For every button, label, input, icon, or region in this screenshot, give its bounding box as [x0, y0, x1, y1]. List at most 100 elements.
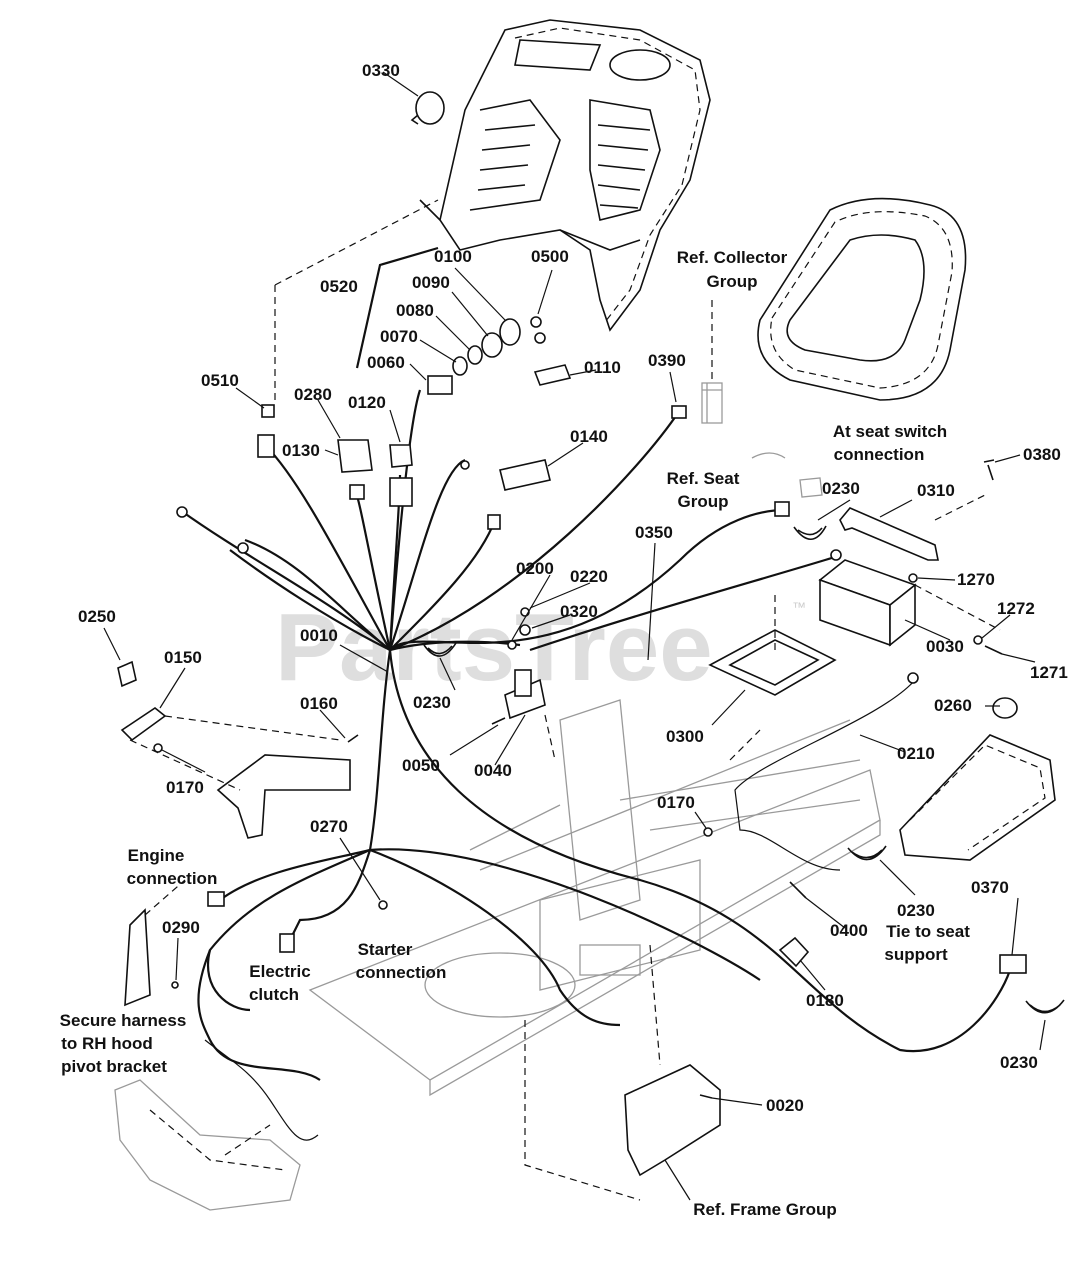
- connector-a: [257, 434, 275, 458]
- clamp-0230-d: [1025, 999, 1065, 1014]
- label-0320: 0320: [560, 602, 598, 621]
- wire-harness: [179, 389, 1012, 1141]
- ignition-stack: [427, 318, 521, 395]
- label-0330: 0330: [362, 61, 400, 80]
- part-0050: [491, 717, 506, 725]
- label-0080: 0080: [396, 301, 434, 320]
- label-0040: 0040: [474, 761, 512, 780]
- hood-pivot-bracket: [124, 908, 151, 1007]
- label-0060: 0060: [367, 353, 405, 372]
- label-0030: 0030: [926, 637, 964, 656]
- part-0180: [778, 936, 810, 968]
- part-0110: [533, 364, 572, 386]
- part-0300-inner: [728, 639, 820, 686]
- part-1272: [973, 635, 983, 645]
- label-0230-b: 0230: [413, 693, 451, 712]
- part-1271: [984, 645, 1003, 655]
- part-0200: [507, 640, 517, 650]
- label-0250: 0250: [78, 607, 116, 626]
- part-0170-a: [153, 743, 163, 753]
- part-0280: [337, 439, 373, 473]
- part-0370: [999, 954, 1027, 974]
- label-0310: 0310: [917, 481, 955, 500]
- label-0010: 0010: [300, 626, 338, 645]
- ring-terminal-b: [176, 506, 188, 518]
- label-0390: 0390: [648, 351, 686, 370]
- seat-ref: [757, 197, 967, 401]
- callout-ref-seat-2: Group: [678, 492, 729, 511]
- ring-terminal-c: [237, 542, 249, 554]
- label-0130: 0130: [282, 441, 320, 460]
- label-0280: 0280: [294, 385, 332, 404]
- callout-ref-collector-1: Ref. Collector: [677, 248, 788, 267]
- leader-0520-bracket: [355, 246, 439, 369]
- label-0230-c: 0230: [897, 901, 935, 920]
- part-0500-keys: [530, 316, 546, 344]
- watermark-trademark: ™: [792, 599, 806, 615]
- clamp-0230-a: [793, 525, 827, 541]
- label-0500: 0500: [531, 247, 569, 266]
- label-0220: 0220: [570, 567, 608, 586]
- part-0250: [117, 660, 137, 688]
- label-1272: 1272: [997, 599, 1035, 618]
- part-0390: [671, 405, 687, 419]
- callout-secure-2: to RH hood: [61, 1034, 153, 1053]
- label-1271: 1271: [1030, 663, 1068, 682]
- part-labels: 0330 0520 0100 0090 0080 0070 0060 0500 …: [78, 61, 1068, 1115]
- label-0050: 0050: [402, 756, 440, 775]
- label-0070: 0070: [380, 327, 418, 346]
- ring-terminal-e: [907, 672, 919, 684]
- label-0370: 0370: [971, 878, 1009, 897]
- label-0520: 0520: [320, 277, 358, 296]
- callout-seat-switch-2: connection: [834, 445, 925, 464]
- part-0400: [789, 881, 807, 899]
- watermark-text: PartsTree: [275, 594, 713, 701]
- label-0170-b: 0170: [657, 793, 695, 812]
- part-0270: [378, 900, 388, 910]
- callout-clutch-1: Electric: [249, 962, 310, 981]
- connector-b: [349, 484, 365, 500]
- label-0150: 0150: [164, 648, 202, 667]
- mount-bracket: [216, 754, 351, 839]
- part-0310: [839, 507, 939, 561]
- part-0170-b: [703, 827, 713, 837]
- label-0090: 0090: [412, 273, 450, 292]
- label-0140: 0140: [570, 427, 608, 446]
- connector-c: [389, 477, 413, 507]
- part-0120: [389, 444, 413, 468]
- connector-d: [487, 514, 501, 530]
- headlight-dash: [149, 1109, 286, 1171]
- ring-terminal-d: [830, 549, 842, 561]
- headlight-ghost: [114, 1079, 301, 1211]
- callout-clutch-2: clutch: [249, 985, 299, 1004]
- callout-tie-2: support: [884, 945, 948, 964]
- label-1270: 1270: [957, 570, 995, 589]
- clamp-0230-b: [423, 642, 457, 657]
- part-0020-bracket: [624, 1064, 721, 1177]
- label-0350: 0350: [635, 523, 673, 542]
- part-1270: [908, 573, 918, 583]
- part-0150: [120, 707, 167, 742]
- label-0100: 0100: [434, 247, 472, 266]
- callout-engine-2: connection: [127, 869, 218, 888]
- callout-ref-seat-1: Ref. Seat: [667, 469, 740, 488]
- label-0230-d: 0230: [1000, 1053, 1038, 1072]
- callout-tie-1: Tie to seat: [886, 922, 970, 941]
- label-0400: 0400: [830, 921, 868, 940]
- part-0160: [347, 734, 359, 743]
- callout-secure-3: pivot bracket: [61, 1057, 167, 1076]
- collector-ref: [701, 300, 723, 424]
- label-0290: 0290: [162, 918, 200, 937]
- reference-dashes: [129, 199, 1001, 1201]
- label-0200: 0200: [516, 559, 554, 578]
- callout-ref-collector-2: Group: [707, 272, 758, 291]
- label-0510: 0510: [201, 371, 239, 390]
- callout-engine-1: Engine: [128, 846, 185, 865]
- label-0300: 0300: [666, 727, 704, 746]
- callout-ref-frame: Ref. Frame Group: [693, 1200, 837, 1219]
- label-0230-a: 0230: [822, 479, 860, 498]
- label-0210: 0210: [897, 744, 935, 763]
- seat-switch-plug: [774, 501, 790, 517]
